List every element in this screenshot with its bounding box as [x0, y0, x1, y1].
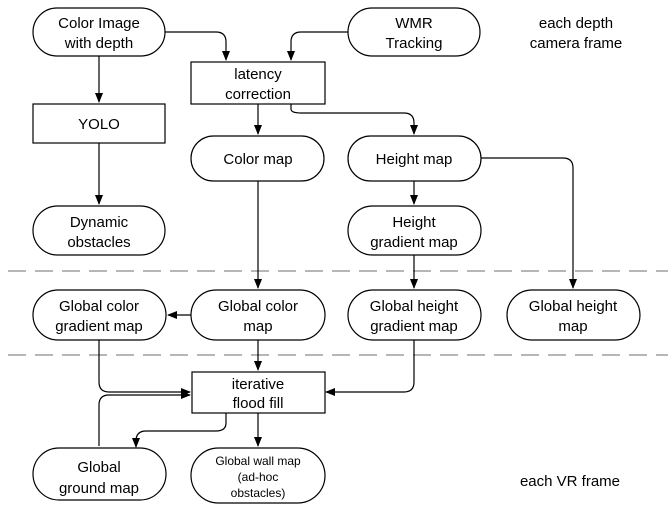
node-label-line: WMR — [395, 15, 433, 32]
node-label-line: Global height — [370, 298, 459, 315]
node-label-line: Color Image — [58, 15, 140, 32]
node-label-line: (ad-hoc — [238, 470, 279, 484]
node-label-line: gradient map — [55, 318, 143, 335]
node-dynamic-obstacles: Dynamic obstacles — [32, 205, 166, 256]
node-label-line: with depth — [64, 35, 133, 52]
node-label-line: flood fill — [233, 395, 284, 412]
nodes-layer: Color Image with depth WMR Tracking latenc… — [32, 7, 641, 504]
annotation-line: each depth — [539, 15, 613, 32]
node-label-line: Global color — [218, 298, 298, 315]
node-label-line: Color map — [223, 151, 292, 168]
edges-layer — [95, 31, 577, 448]
node-global-color-gradient-map: Global color gradient map — [32, 289, 167, 341]
node-label-line: Height — [392, 214, 436, 231]
node-label-line: Global wall map — [215, 454, 301, 468]
node-label-line: map — [243, 318, 272, 335]
node-iterative-flood-fill: iterative flood fill — [191, 371, 326, 414]
svg-text:Height map: Height map — [376, 151, 453, 168]
node-height-gradient-map: Height gradient map — [347, 205, 482, 256]
node-label-line: gradient map — [370, 234, 458, 251]
edge-global-height-gradient-map-to-iterative-flood-fill — [325, 340, 415, 396]
node-global-color-map: Global color map — [190, 289, 326, 341]
edge-latency-correction-to-height-map — [290, 104, 418, 135]
svg-text:YOLO: YOLO — [78, 116, 120, 133]
node-label-line: Height map — [376, 151, 453, 168]
svg-text:Color map: Color map — [223, 151, 292, 168]
node-label-line: map — [558, 318, 587, 335]
node-latency-correction: latency correction — [190, 61, 326, 105]
node-global-height-map: Global height map — [506, 289, 641, 341]
edge-global-ground-map-to-iterative-flood-fill — [98, 391, 191, 446]
node-global-wall-map: Global wall map (ad-hoc obstacles) — [190, 447, 326, 504]
edge-wmr-tracking-to-latency-correction — [287, 31, 348, 61]
node-label-line: obstacles) — [231, 486, 286, 500]
node-height-map: Height map — [347, 135, 482, 182]
annotation-line: each VR frame — [520, 473, 620, 490]
node-label-line: gradient map — [370, 318, 458, 335]
node-wmr-tracking: WMR Tracking — [347, 7, 481, 57]
node-label-line: Global height — [529, 298, 618, 315]
edge-color-image-to-latency-correction — [165, 31, 230, 61]
node-label-line: Global color — [59, 298, 139, 315]
node-label-line: obstacles — [67, 234, 130, 251]
annotation-each-vr-frame: each VR frame — [520, 473, 620, 490]
node-global-height-gradient-map: Global height gradient map — [347, 289, 482, 341]
node-label-line: latency — [234, 66, 282, 83]
node-label-line: Global — [77, 459, 120, 476]
node-color-map: Color map — [190, 135, 325, 182]
annotation-line: camera frame — [530, 35, 623, 52]
node-label-line: Dynamic — [70, 214, 129, 231]
node-color-image-with-depth: Color Image with depth — [32, 7, 166, 57]
node-label-line: iterative — [232, 376, 285, 393]
edge-global-color-gradient-map-to-iterative-flood-fill — [98, 340, 191, 396]
node-label-line: Tracking — [386, 35, 443, 52]
node-label-line: YOLO — [78, 116, 120, 133]
edge-iterative-flood-fill-to-global-ground-map — [132, 413, 227, 448]
node-global-ground-map: Global ground map — [32, 447, 167, 501]
node-label-line: correction — [225, 86, 291, 103]
node-label-line: ground map — [59, 480, 139, 497]
node-yolo: YOLO — [32, 103, 166, 144]
annotation-each-depth-camera-frame: each depth camera frame — [530, 15, 623, 52]
edge-height-map-to-global-height-map — [481, 157, 577, 289]
